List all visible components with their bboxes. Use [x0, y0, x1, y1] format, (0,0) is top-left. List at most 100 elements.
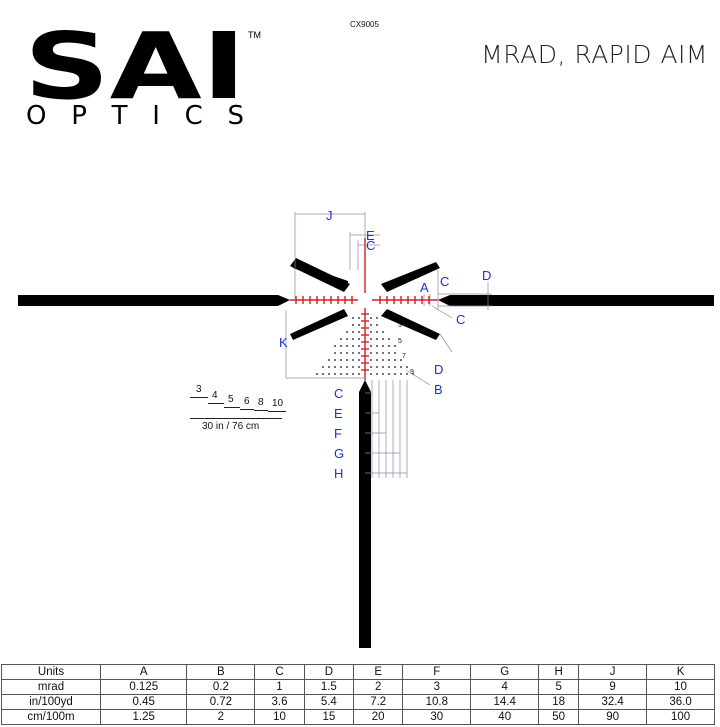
table-cell: 7.2 [353, 694, 404, 710]
holdover-dot [376, 338, 378, 340]
holdover-dot [334, 366, 336, 368]
header-cell: B [186, 664, 256, 680]
holdover-dot [340, 345, 342, 347]
holdover-dot [358, 338, 360, 340]
table-cell: 50 [538, 709, 580, 725]
holdover-number: 5 [398, 338, 402, 345]
spec-table: Units A B C D E F G H J K mrad 0.125 0.2… [1, 664, 715, 725]
holdover-dot [370, 366, 372, 368]
holdover-dot [352, 373, 354, 375]
table-cell: 10 [646, 679, 715, 695]
scale-number: 5 [228, 394, 234, 405]
table-cell: 30 [402, 709, 472, 725]
holdover-dot [346, 359, 348, 361]
holdover-dot [346, 331, 348, 333]
table-cell: 0.45 [99, 694, 188, 710]
header-cell: H [538, 664, 580, 680]
holdover-dot [400, 373, 402, 375]
holdover-dot [376, 352, 378, 354]
dim-label-g: G [334, 446, 344, 461]
holdover-dot [394, 359, 396, 361]
dim-label-c: C [334, 386, 343, 401]
bottom-post [359, 380, 371, 648]
header-cell: K [646, 664, 715, 680]
holdover-dot [394, 352, 396, 354]
chevron-lower-left [290, 309, 348, 340]
holdover-dot [370, 345, 372, 347]
table-cell: 5.4 [303, 694, 355, 710]
holdover-dot [358, 324, 360, 326]
holdover-dot [382, 345, 384, 347]
table-row: mrad 0.125 0.2 1 1.5 2 3 4 5 9 10 [1, 679, 715, 695]
holdover-dot [382, 359, 384, 361]
holdover-dot [376, 324, 378, 326]
holdover-dot [358, 345, 360, 347]
holdover-dot [334, 359, 336, 361]
holdover-dot [346, 373, 348, 375]
holdover-dot [346, 338, 348, 340]
dim-label-d: D [434, 362, 443, 377]
holdover-dot [388, 373, 390, 375]
table-cell: 3.6 [254, 694, 305, 710]
sai-optics-logo: SAI TM OPTICS [24, 20, 261, 130]
holdover-dot [370, 352, 372, 354]
table-cell: 3 [402, 679, 472, 695]
holdover-dot [370, 338, 372, 340]
table-cell: 0.2 [186, 679, 256, 695]
holdover-dot [388, 366, 390, 368]
dim-label-c: C [440, 274, 449, 289]
holdover-dot [352, 345, 354, 347]
holdover-dot [322, 373, 324, 375]
holdover-dot [322, 366, 324, 368]
holdover-dot [358, 373, 360, 375]
holdover-dot [358, 331, 360, 333]
holdover-dot [352, 338, 354, 340]
model-code: CX9005 [350, 20, 379, 29]
holdover-dot [376, 345, 378, 347]
scale-number: 4 [212, 390, 218, 401]
holdover-dot [358, 359, 360, 361]
header-cell: Units [1, 664, 101, 680]
header-cell: C [254, 664, 305, 680]
table-cell: 5 [538, 679, 580, 695]
holdover-dot [406, 373, 408, 375]
holdover-dot [406, 366, 408, 368]
holdover-dot [328, 366, 330, 368]
range-scale: 3 4 5 6 8 10 30 in / 76 cm [190, 384, 290, 434]
dim-label-k: K [279, 335, 288, 350]
holdover-dot [388, 338, 390, 340]
holdover-dot [334, 373, 336, 375]
dim-label-e: E [366, 228, 375, 243]
header-cell: G [470, 664, 540, 680]
holdover-dot [334, 345, 336, 347]
dim-label-b: B [434, 382, 443, 397]
table-cell: 100 [646, 709, 715, 725]
holdover-dot [346, 366, 348, 368]
holdover-dot [388, 345, 390, 347]
holdover-dot [370, 331, 372, 333]
holdover-dot [370, 317, 372, 319]
holdover-dot [352, 331, 354, 333]
holdover-dot [328, 359, 330, 361]
holdover-dot [382, 366, 384, 368]
table-cell: 1.25 [99, 709, 188, 725]
table-cell: 1.5 [303, 679, 355, 695]
dim-label-c: C [456, 312, 465, 327]
dim-label-c: C [366, 238, 375, 253]
dim-label-h: H [334, 466, 343, 481]
table-cell: 4 [470, 679, 540, 695]
scale-total: 30 in / 76 cm [202, 421, 260, 432]
header-cell: E [353, 664, 404, 680]
table-cell: 10.8 [402, 694, 472, 710]
reticle-diagram: 3 5 7 9 [18, 208, 714, 648]
header-cell: D [303, 664, 355, 680]
table-cell: 9 [578, 679, 648, 695]
holdover-dot [358, 366, 360, 368]
table-cell: mrad [1, 679, 101, 695]
table-header-row: Units A B C D E F G H J K [1, 664, 715, 680]
table-cell: 10 [254, 709, 305, 725]
holdover-dot [346, 345, 348, 347]
holdover-dot [376, 359, 378, 361]
holdover-dot [382, 352, 384, 354]
table-cell: 18 [538, 694, 580, 710]
